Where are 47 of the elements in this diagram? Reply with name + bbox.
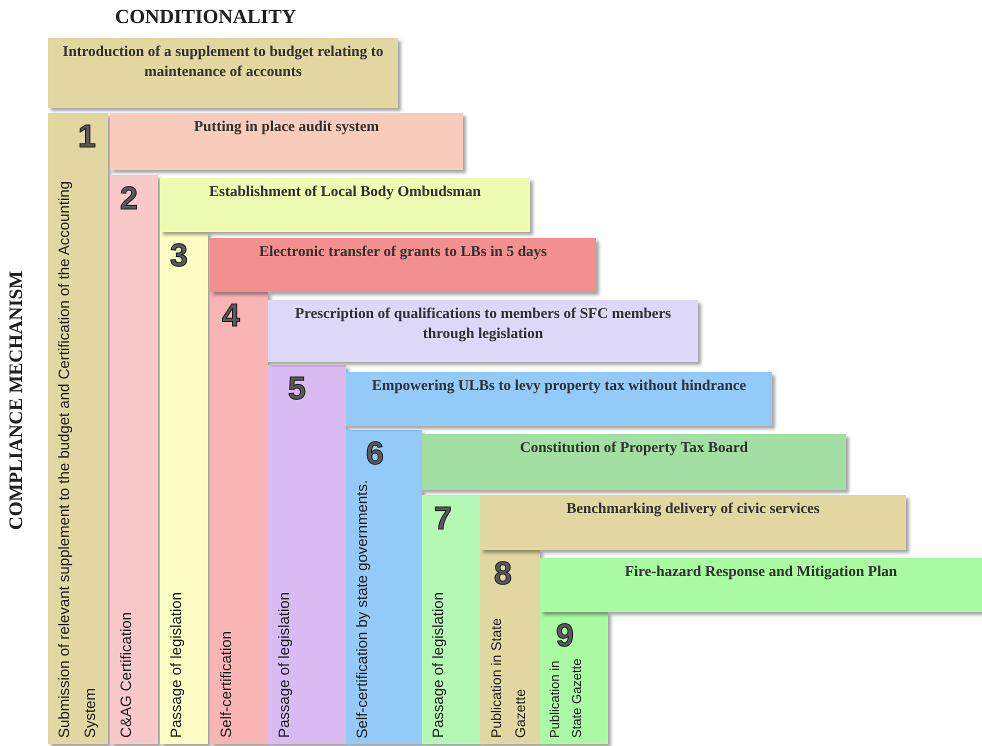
condition-bar xyxy=(210,238,596,292)
compliance-bar xyxy=(268,365,346,744)
compliance-bar xyxy=(160,232,208,744)
compliance-text: Passage of legislation xyxy=(275,592,294,738)
step-number: 6 xyxy=(366,436,384,470)
condition-text: Electronic transfer of grants to LBs in 5 days xyxy=(259,243,547,262)
condition-text: Empowering ULBs to levy property tax without hindrance xyxy=(372,377,746,396)
step-number: 3 xyxy=(170,238,188,272)
compliance-bar xyxy=(480,550,540,744)
step-number: 8 xyxy=(494,556,512,590)
condition-bar xyxy=(422,434,846,490)
condition-text: Introduction of a supplement to budget relating to maintenance of accounts xyxy=(62,43,384,82)
condition-bar xyxy=(346,372,772,426)
step-number: 2 xyxy=(120,181,138,215)
step-number: 7 xyxy=(434,501,452,535)
compliance-bar xyxy=(346,430,422,744)
condition-text: Putting in place audit system xyxy=(194,118,379,137)
condition-bar xyxy=(540,558,982,612)
step-number: 1 xyxy=(78,119,96,153)
condition-bar xyxy=(160,178,530,232)
compliance-text: C&AG Certification xyxy=(117,612,136,738)
compliance-bar xyxy=(540,612,608,744)
condition-text: Benchmarking delivery of civic services xyxy=(566,500,820,519)
step-number: 4 xyxy=(222,298,240,332)
compliance-text: Self-certification xyxy=(217,631,236,738)
condition-text: Constitution of Property Tax Board xyxy=(520,439,748,458)
compliance-text: Passage of legislation xyxy=(167,592,186,738)
compliance-bar xyxy=(110,175,158,744)
condition-text: Fire-hazard Response and Mitigation Plan xyxy=(624,563,898,582)
compliance-bar xyxy=(210,292,268,744)
compliance-text: Publication in State Gazette xyxy=(546,658,585,738)
heading: CONDITIONALITY xyxy=(115,6,296,29)
compliance-bar xyxy=(48,113,108,744)
compliance-text: Submission of relevant supplement to the budget and Certification of the Accounting System xyxy=(55,180,100,738)
compliance-text: Self-certification by state governments. xyxy=(353,480,372,738)
step-number: 5 xyxy=(288,371,306,405)
compliance-bar xyxy=(422,495,480,744)
axis-title: COMPLIANCE MECHANISM xyxy=(5,269,28,532)
compliance-text: Publication in State Gazette xyxy=(487,617,529,738)
condition-text: Prescription of qualifications to members of SFC members through legislation xyxy=(294,305,672,344)
condition-bar xyxy=(48,38,398,108)
compliance-text: Passage of legislation xyxy=(429,592,448,738)
step-number: 9 xyxy=(556,618,574,652)
condition-text: Establishment of Local Body Ombudsman xyxy=(209,183,481,202)
condition-bar xyxy=(480,495,906,550)
condition-bar xyxy=(110,113,463,170)
condition-bar xyxy=(268,300,698,362)
